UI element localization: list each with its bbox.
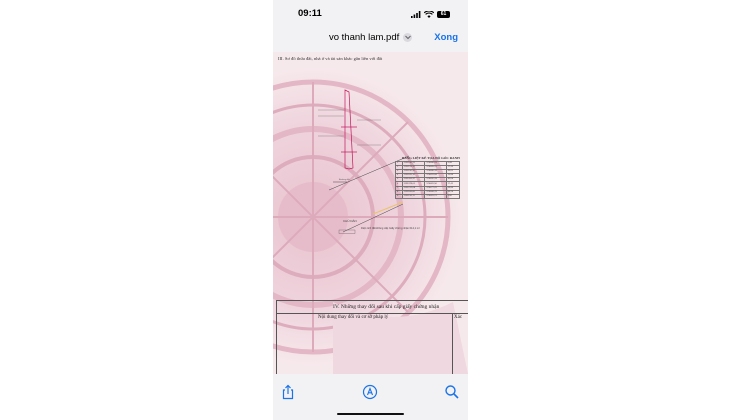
document-title-text: vo thanh lam.pdf xyxy=(329,32,400,43)
battery-level: 61 xyxy=(440,10,447,17)
table-divider xyxy=(276,313,468,314)
wifi-icon xyxy=(424,10,434,18)
table-column-divider xyxy=(452,313,453,374)
nav-bar: vo thanh lam.pdf Xong xyxy=(273,26,468,50)
search-icon[interactable] xyxy=(444,384,460,400)
section-4-heading: IV. Những thay đổi sau khi cấp giấy chứn… xyxy=(333,304,440,310)
status-time: 09:11 xyxy=(298,8,322,19)
status-icons: 61 xyxy=(411,10,450,18)
road-label: Đường đất xyxy=(339,179,350,181)
share-icon[interactable] xyxy=(280,384,296,400)
column-header-confirm: Xác xyxy=(454,315,463,320)
home-indicator xyxy=(337,412,404,415)
column-header-changes: Nội dung thay đổi và cơ sở pháp lý xyxy=(318,315,389,320)
pdf-page[interactable]: III. Sơ đồ thửa đất, nhà ở và tài sản kh… xyxy=(273,52,468,374)
section-4-table xyxy=(276,300,468,374)
legend-label: CHÚ DẪN xyxy=(343,219,357,223)
markup-icon[interactable] xyxy=(362,384,378,400)
battery-icon: 61 xyxy=(437,10,450,18)
document-title[interactable]: vo thanh lam.pdf xyxy=(329,32,413,43)
bottom-toolbar xyxy=(273,374,468,420)
drum-watermark xyxy=(273,52,468,374)
area-note: Diện tích đất không cấp Giấy chứng nhận … xyxy=(361,227,420,230)
coord-table-title: BẢNG LIỆT KÊ TỌA ĐỘ GÓC RANH xyxy=(402,156,460,160)
status-bar: 09:11 61 xyxy=(273,0,468,26)
table-cell: 9 xyxy=(395,193,403,199)
land-plot-diagram xyxy=(318,89,410,234)
table-cell: 1191134,11 xyxy=(401,193,426,199)
table-cell: 3,80 xyxy=(445,193,461,199)
table-cell: 576481,21 xyxy=(424,193,447,199)
done-button[interactable]: Xong xyxy=(434,32,458,43)
signal-icon xyxy=(411,10,421,18)
chevron-down-icon[interactable] xyxy=(403,33,413,42)
phone-screen: 09:11 61 vo thanh lam.pdf Xong xyxy=(273,0,468,420)
section-3-heading: III. Sơ đồ thửa đất, nhà ở và tài sản kh… xyxy=(278,56,383,61)
